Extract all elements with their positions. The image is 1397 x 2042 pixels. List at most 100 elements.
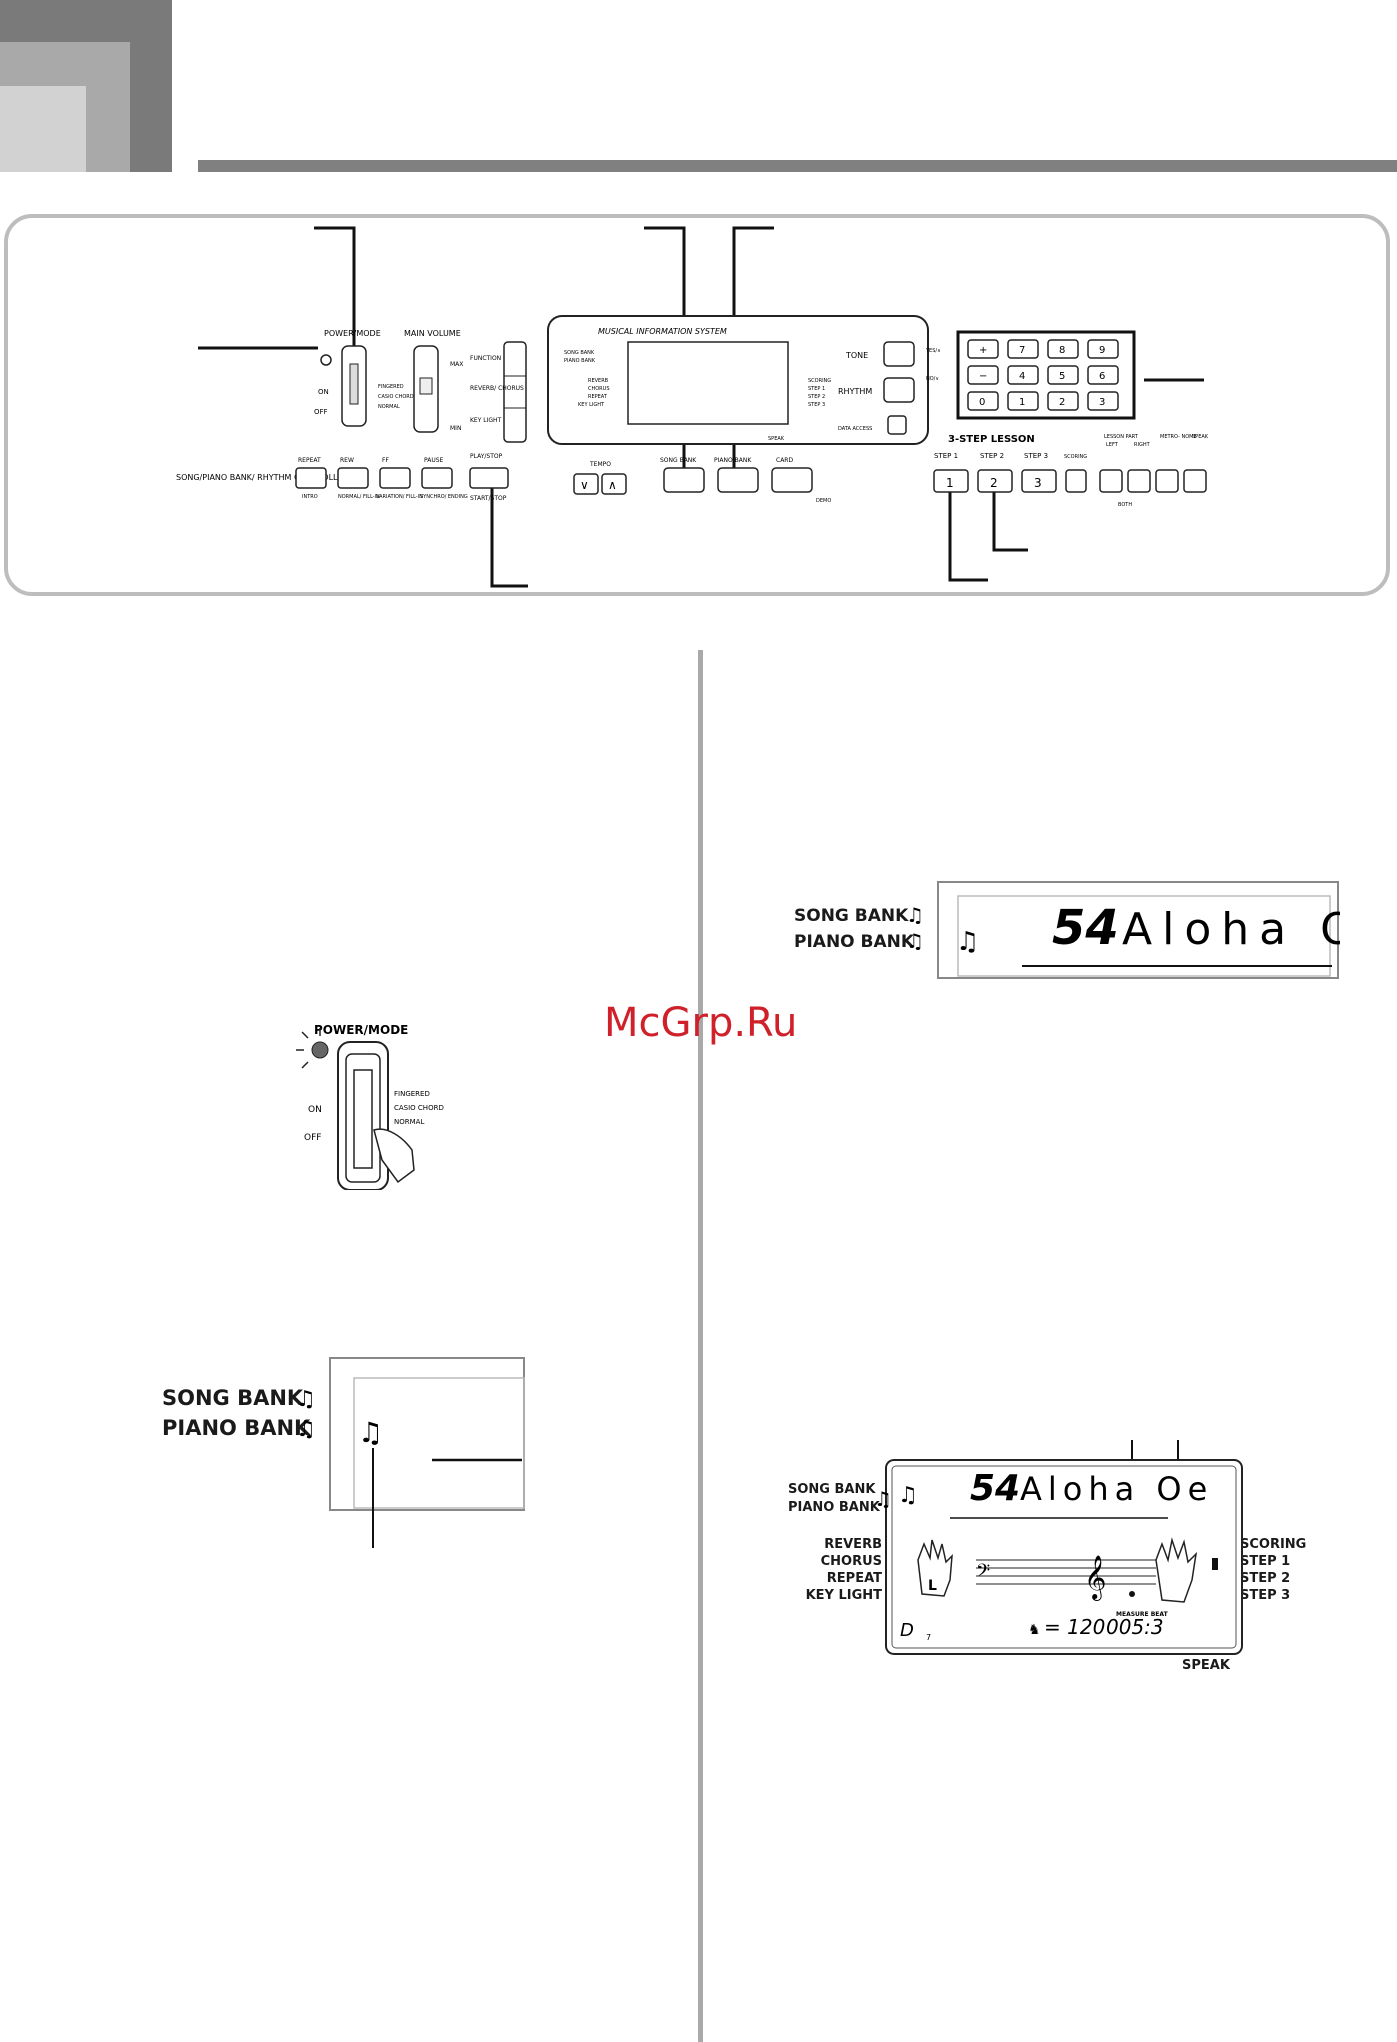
rew-button[interactable] [337,467,369,489]
piano-bank-button[interactable] [717,467,759,493]
repeat-button[interactable] [295,467,327,489]
data-access-button[interactable] [887,415,907,435]
song-bank-button[interactable] [663,467,705,493]
tone-button[interactable] [883,341,915,367]
keypad-key[interactable] [967,339,999,359]
left-bank-icons: ♫ ♫ [296,1387,316,1442]
function-label: FUNCTION [470,355,501,362]
lcd-left-repeat: REPEAT [588,394,608,400]
big-piano-bank-label: PIANO BANK [788,1500,880,1515]
keylight-label: KEY LIGHT [470,417,502,424]
power-detail-title: POWER/MODE [314,1023,408,1037]
card-btn-label: CARD [776,457,793,464]
lcd-top-song-icon: ♫ [956,927,979,957]
keypad-key-label: 8 [1059,345,1065,356]
keypad-key[interactable] [1007,339,1039,359]
big-lcd-number: 54 [970,1468,1020,1509]
off-detail-label: OFF [304,1133,321,1143]
callout-playstop [490,480,528,588]
big-keylight-label: KEY LIGHT [805,1588,882,1603]
step2-label: STEP 2 [980,452,1004,460]
right-part-button[interactable] [1127,469,1151,493]
ff-label: FF [382,457,389,464]
metronome-button[interactable] [1155,469,1179,493]
demo-label: DEMO [816,498,831,504]
keypad-key-label: 7 [1019,345,1025,356]
play-stop-button[interactable] [469,467,509,489]
keypad-key[interactable] [967,365,999,385]
keypad-key-label: 1 [1019,397,1025,408]
keypad-key-label: 6 [1099,371,1105,382]
lcd-left-keylight: KEY LIGHT [578,402,605,408]
keypad-key[interactable] [1087,365,1119,385]
keypad-key[interactable] [1007,365,1039,385]
big-songbank-icon: ♫ [874,1487,892,1511]
chord-ext: 7 [926,1633,931,1642]
tempo-up-button[interactable] [601,473,627,495]
pianobank-btn-label: PIANO BANK [714,457,752,464]
big-step3-label: STEP 3 [1240,1588,1291,1603]
pause-label: PAUSE [424,457,444,464]
big-chorus-label: CHORUS [820,1554,882,1569]
keypad-key[interactable] [1087,391,1119,411]
step1-button[interactable] [933,469,969,493]
scoring-button[interactable] [1065,469,1087,493]
step1-label: STEP 1 [934,452,958,460]
chevron-down-icon: ∨ [580,478,589,492]
right-label: RIGHT [1134,442,1151,448]
keypad-frame [956,330,1136,420]
lcd-screen [627,341,789,425]
lcd-right-scoring: SCORING [808,378,831,384]
intro-label: INTRO [302,494,318,500]
keypad-key[interactable] [967,391,999,411]
lcd-top-number: 54 [1052,900,1119,956]
on-detail-label: ON [308,1105,322,1115]
keypad-key-label: 9 [1099,345,1105,356]
keypad-key-label: 4 [1019,371,1025,382]
mode-detail-casio: CASIO CHORD [394,1104,444,1112]
left-piano-bank-label: PIANO BANK [162,1416,311,1440]
step2-button[interactable] [977,469,1013,493]
measure-value: 005:3 [1106,1615,1164,1639]
lcd-speak: SPEAK [768,436,785,442]
big-reverb-label: REVERB [824,1537,882,1552]
max-label: MAX [450,361,463,368]
big-step1-label: STEP 1 [1240,1554,1291,1569]
big-lcd-title: Aloha Oe [1020,1470,1213,1508]
both-label: BOTH [1118,502,1132,508]
card-button[interactable] [771,467,813,493]
reverb-chorus-label: REVERB/ CHORUS [470,385,524,392]
power-lamp [320,354,332,366]
keypad-key[interactable] [1087,339,1119,359]
pause-button[interactable] [421,467,453,489]
step3-button[interactable] [1021,469,1057,493]
left-label: LEFT [1106,442,1119,448]
function-buttons[interactable] [503,341,527,443]
lcd-top-title: Aloha Oe [1122,904,1340,955]
keypad-key[interactable] [1007,391,1039,411]
chord-root: D [900,1620,914,1641]
big-scoring-label: SCORING [1240,1537,1307,1552]
hand-left-icon: L [917,1539,953,1597]
metronome-label: METRO- NOME [1160,434,1197,440]
big-lcd-song-icon: ♫ [898,1483,918,1508]
left-song-bank-label: SONG BANK [162,1386,304,1410]
keypad-key-label: 5 [1059,371,1065,382]
speak-button[interactable] [1183,469,1207,493]
tempo-down-button[interactable] [573,473,599,495]
keypad-key[interactable] [1047,391,1079,411]
control-panel-svg: POWER/MODE ON OFF FINGERED CASIO CHORD N… [176,226,1209,588]
left-part-button[interactable] [1099,469,1123,493]
keypad-key[interactable] [1047,365,1079,385]
yes-label: YES/∧ [925,348,941,354]
ff-button[interactable] [379,467,411,489]
lcd-left-songbank: SONG BANK [564,350,595,356]
right-bank-icons: ♫ ♫ [906,903,924,953]
big-left-labels: REVERB CHORUS REPEAT KEY LIGHT [770,1536,882,1604]
keypad-key[interactable] [1047,339,1079,359]
callout-step2 [992,478,1028,552]
power-mode-detail: POWER/MODE ON OFF FINGERED CASIO CHORD N… [296,1023,444,1190]
rhythm-button[interactable] [883,377,915,403]
hand-left-letter: L [928,1578,937,1594]
